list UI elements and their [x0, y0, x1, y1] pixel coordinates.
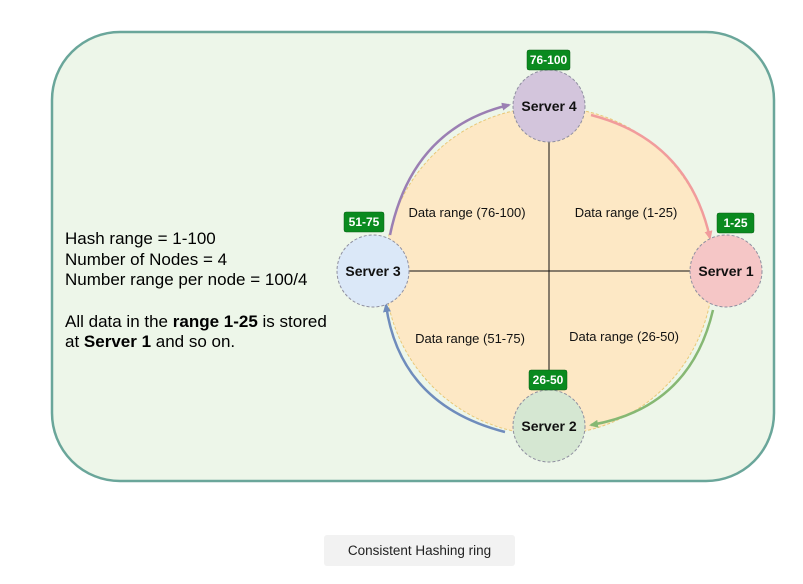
server-2-node: Server 2	[512, 389, 586, 463]
description-line-range-per-node: Number range per node = 100/4	[65, 270, 308, 289]
server-1-label: Server 1	[698, 263, 753, 279]
server-3-range-badge: 51-75	[343, 211, 385, 233]
description-text: and so on.	[151, 332, 236, 351]
server-4-range-badge: 76-100	[526, 49, 571, 71]
description-emphasis: range 1-25	[172, 311, 258, 331]
server-1-range-text: 1-25	[723, 216, 747, 230]
hash-description: Hash range = 1-100 Number of Nodes = 4 N…	[65, 229, 327, 353]
quadrant-label-top-left: Data range (76-100)	[408, 205, 525, 220]
arrow-server1-to-server2	[589, 309, 715, 428]
description-text: at	[65, 332, 84, 351]
arrow-server4-to-server1	[590, 113, 713, 240]
quadrant-label-top-right: Data range (1-25)	[575, 205, 678, 220]
figure-caption: Consistent Hashing ring	[324, 535, 515, 566]
server-2-range-text: 26-50	[533, 373, 564, 387]
description-line-hash-range: Hash range = 1-100	[65, 229, 216, 248]
server-2-range-badge: 26-50	[528, 369, 568, 391]
server-1-range-badge: 1-25	[716, 212, 755, 234]
quadrant-label-bottom-right: Data range (26-50)	[569, 329, 679, 344]
server-3-label: Server 3	[345, 263, 400, 279]
server-2-label: Server 2	[521, 418, 576, 434]
description-emphasis: Server 1	[83, 332, 152, 351]
server-4-label: Server 4	[521, 98, 576, 114]
description-line-server: at Server 1 and so on.	[65, 332, 327, 353]
server-3-node: Server 3	[336, 234, 410, 308]
arrow-server2-to-server3	[383, 303, 506, 434]
server-3-range-text: 51-75	[349, 215, 380, 229]
description-line-storage: All data in the range 1-25 is stored	[65, 312, 327, 333]
server-4-range-text: 76-100	[530, 53, 568, 67]
quadrant-label-bottom-left: Data range (51-75)	[415, 331, 525, 346]
description-text: is stored	[257, 311, 327, 331]
server-4-node: Server 4	[512, 69, 586, 143]
description-line-node-count: Number of Nodes = 4	[65, 249, 228, 269]
arrow-server3-to-server4	[388, 102, 511, 236]
server-1-node: Server 1	[689, 234, 763, 308]
description-text: All data in the	[65, 311, 173, 331]
